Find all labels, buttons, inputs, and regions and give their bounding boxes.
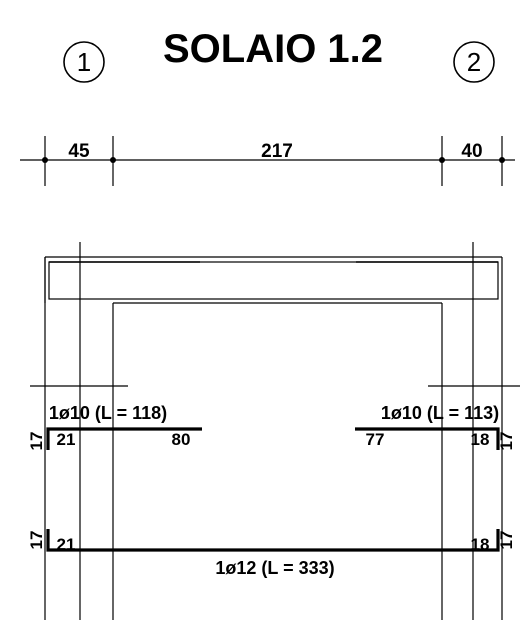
- bar-top-right-length: 77: [366, 430, 385, 449]
- bar-bottom-hook-height-left: 17: [27, 531, 46, 550]
- axis-circle: [63, 41, 105, 83]
- bar-bottom-hook-height-right: 17: [497, 531, 516, 550]
- bar-top-left-hook-height: 17: [27, 432, 46, 451]
- axis-circle: [453, 41, 495, 83]
- bar-bottom-hook-right: 18: [471, 535, 490, 554]
- bar-top-left: 1ø10 (L = 118) 21 80 17: [27, 403, 202, 450]
- bar-top-left-label: 1ø10 (L = 118): [49, 403, 167, 423]
- axis-label: 1: [77, 47, 91, 77]
- bar-top-right-label: 1ø10 (L = 113): [381, 403, 499, 423]
- bar-top-left-length: 80: [172, 430, 191, 449]
- axis-marker-1: 1: [63, 41, 105, 83]
- bar-bottom-label: 1ø12 (L = 333): [215, 558, 334, 578]
- drawing-title: SOLAIO 1.2: [163, 27, 383, 71]
- bar-top-right-hook-height: 17: [497, 432, 516, 451]
- bar-top-right: 1ø10 (L = 113) 18 77 17: [355, 403, 516, 450]
- bar-bottom: 1ø12 (L = 333) 21 18 17 17: [27, 529, 516, 578]
- dimension-line: 45 217 40: [20, 136, 515, 186]
- dimension-span: 217: [261, 141, 293, 162]
- bar-bottom-hook-left: 21: [57, 535, 76, 554]
- structure-outline: [30, 242, 520, 620]
- axis-marker-2: 2: [453, 41, 495, 83]
- dimension-right: 40: [461, 141, 482, 162]
- bar-top-right-hook: 18: [471, 430, 490, 449]
- dimension-left: 45: [68, 141, 90, 162]
- axis-label: 2: [467, 47, 481, 77]
- bar-top-left-hook: 21: [57, 430, 76, 449]
